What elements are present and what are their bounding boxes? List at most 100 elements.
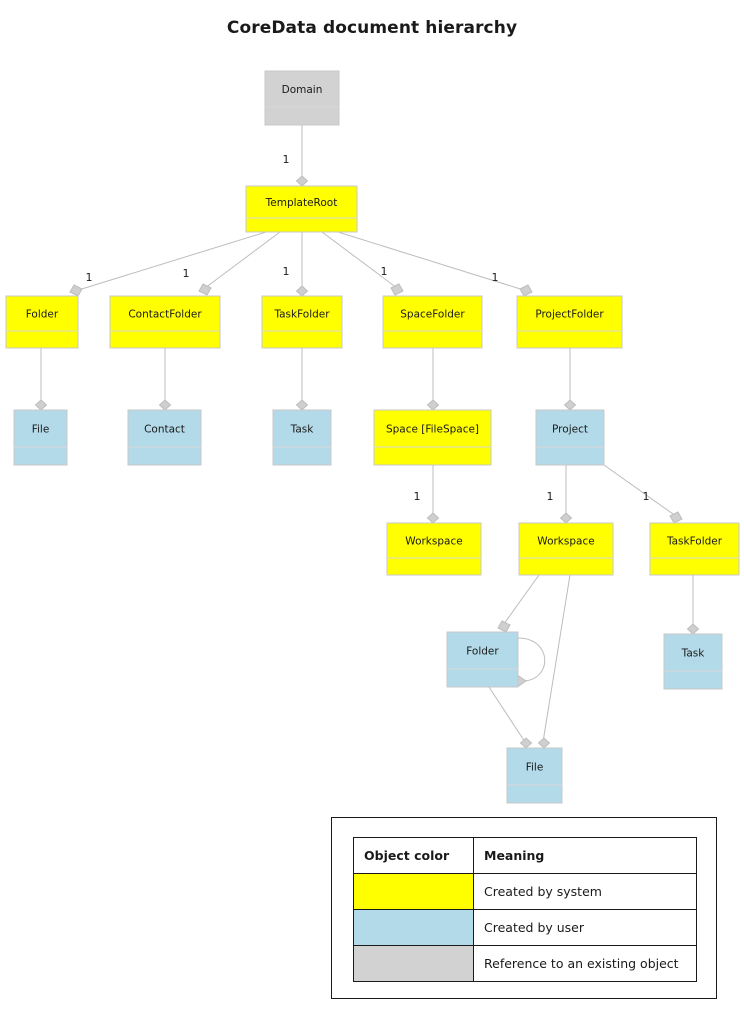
edge-multiplicity-label: 1	[86, 271, 93, 284]
node-projectfolder[interactable]: ProjectFolder	[516, 295, 623, 349]
edge-diamond-head	[295, 175, 309, 187]
node-contact[interactable]: Contact	[127, 409, 202, 466]
node-body	[272, 409, 332, 466]
node-label: ContactFolder	[128, 309, 202, 321]
edge-diamond-head	[295, 285, 309, 297]
edge-multiplicity-label: 1	[643, 490, 650, 503]
legend-row: Created by user	[353, 909, 697, 946]
node-label: Task	[681, 648, 706, 660]
edge-line	[337, 231, 531, 293]
node-folder2[interactable]: Folder	[446, 631, 519, 688]
edge-space-workspace1: 1	[414, 465, 440, 524]
legend-header-row: Object color Meaning	[353, 837, 697, 874]
node-label: Project	[552, 424, 588, 436]
node-body	[245, 185, 358, 233]
node-label: Domain	[282, 84, 323, 96]
edge-folder1-file1	[34, 348, 48, 411]
edge-line	[321, 231, 402, 292]
edge-multiplicity-label: 1	[283, 265, 290, 278]
node-project[interactable]: Project	[535, 409, 605, 466]
node-body	[261, 295, 343, 349]
node-label: Folder	[466, 646, 499, 658]
node-body	[127, 409, 202, 466]
node-body	[446, 631, 519, 688]
node-body	[535, 409, 605, 466]
legend-meaning-text: Reference to an existing object	[473, 945, 697, 982]
edge-multiplicity-label: 1	[414, 490, 421, 503]
legend-color-swatch	[353, 873, 474, 910]
node-spacefolder[interactable]: SpaceFolder	[382, 295, 483, 349]
edge-diamond-head	[295, 399, 309, 411]
edge-templateroot-contactfolder: 1	[183, 231, 281, 296]
node-label: File	[526, 762, 544, 774]
node-body	[5, 295, 79, 349]
node-label: Contact	[144, 424, 185, 436]
edge-folder2-file2	[488, 686, 533, 749]
edge-diamond-head	[563, 399, 577, 411]
node-label: TemplateRoot	[265, 197, 338, 209]
node-contactfolder[interactable]: ContactFolder	[109, 295, 221, 349]
edge-multiplicity-label: 1	[381, 265, 388, 278]
edge-domain-templateroot: 1	[283, 125, 309, 187]
edge-diamond-head	[559, 512, 573, 524]
edge-project-workspace2: 1	[547, 465, 573, 524]
node-folder1[interactable]: Folder	[5, 295, 79, 349]
edge-diamond-head	[519, 737, 533, 749]
edge-diamond-head	[158, 399, 172, 411]
edge-diamond-head	[34, 399, 48, 411]
edge-workspace2-file2	[537, 574, 571, 749]
edge-diamond-head	[390, 283, 404, 296]
edge-diamond-head	[537, 737, 551, 749]
node-label: Space [FileSpace]	[386, 424, 479, 436]
edge-multiplicity-label: 1	[183, 267, 190, 280]
edge-diamond-head	[686, 623, 700, 635]
legend-color-swatch	[353, 909, 474, 946]
node-task2[interactable]: Task	[663, 633, 723, 690]
edge-contactfolder-contact	[158, 348, 172, 411]
node-task1[interactable]: Task	[272, 409, 332, 466]
edge-diamond-head	[519, 284, 533, 297]
legend-color-swatch	[353, 945, 474, 982]
edge-taskfolder1-task1	[295, 348, 309, 411]
node-body	[386, 522, 482, 576]
edge-diamond-head	[69, 284, 83, 297]
node-label: Task	[290, 424, 315, 436]
node-body	[373, 409, 492, 466]
legend-row: Reference to an existing object	[353, 945, 697, 982]
node-taskfolder2[interactable]: TaskFolder	[649, 522, 740, 576]
edge-line	[603, 464, 681, 520]
edge-line	[71, 231, 267, 293]
edge-templateroot-taskfolder1: 1	[283, 232, 309, 297]
edge-line	[200, 231, 281, 292]
node-body	[663, 633, 723, 690]
edge-templateroot-spacefolder: 1	[321, 231, 404, 296]
node-file1[interactable]: File	[13, 409, 68, 466]
edge-diamond-head	[497, 620, 511, 633]
node-label: ProjectFolder	[535, 309, 604, 321]
node-workspace1[interactable]: Workspace	[386, 522, 482, 576]
edge-templateroot-projectfolder: 1	[337, 231, 533, 297]
edge-line	[500, 574, 540, 629]
edge-multiplicity-label: 1	[547, 490, 554, 503]
node-label: TaskFolder	[666, 536, 723, 548]
node-workspace2[interactable]: Workspace	[518, 522, 614, 576]
edge-taskfolder2-task2	[686, 575, 700, 635]
node-domain[interactable]: Domain	[264, 70, 340, 126]
node-templateroot[interactable]: TemplateRoot	[245, 185, 358, 233]
legend-header-object-color: Object color	[353, 837, 474, 874]
edge-multiplicity-label: 1	[492, 271, 499, 284]
node-label: Folder	[26, 309, 59, 321]
node-body	[13, 409, 68, 466]
node-space[interactable]: Space [FileSpace]	[373, 409, 492, 466]
legend-meaning-text: Created by system	[473, 873, 697, 910]
edge-projectfolder-project	[563, 348, 577, 411]
node-taskfolder1[interactable]: TaskFolder	[261, 295, 343, 349]
edge-diamond-head	[198, 283, 212, 296]
node-file2[interactable]: File	[506, 747, 563, 804]
edge-workspace2-folder2	[497, 574, 540, 633]
edge-project-taskfolder2: 1	[603, 464, 683, 524]
edge-diamond-head	[426, 512, 440, 524]
node-body	[382, 295, 483, 349]
